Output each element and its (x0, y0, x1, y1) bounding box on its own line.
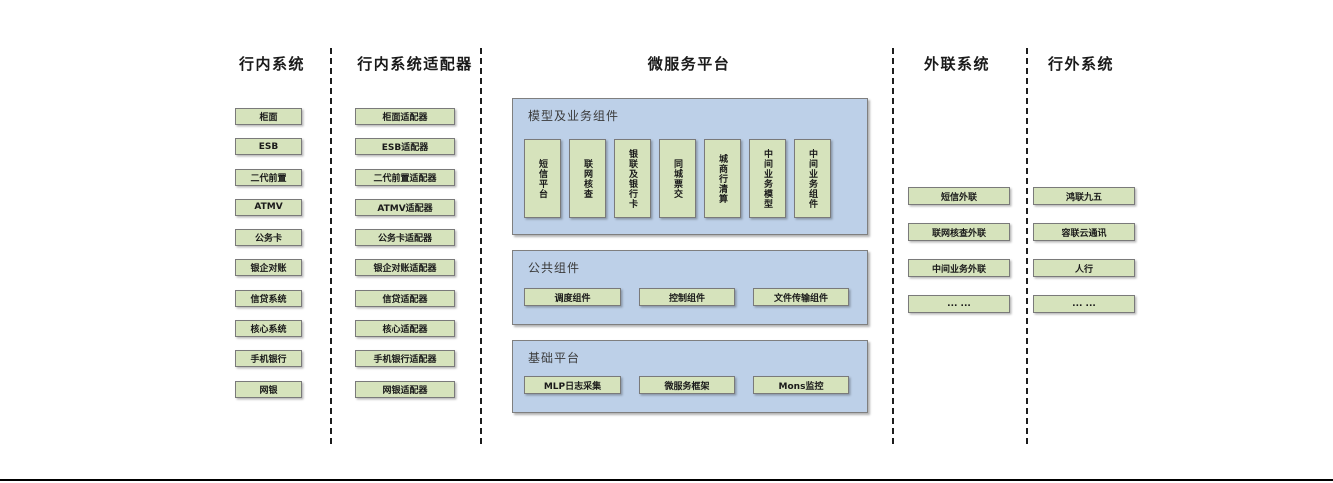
panel-base-platform: 基础平台 MLP日志采集 微服务框架 Mons监控 (512, 340, 868, 413)
system-box: ESB (235, 138, 302, 156)
component-box: 联网核查 (569, 139, 606, 218)
adapter-box: 二代前置适配器 (355, 168, 455, 186)
component-box: 调度组件 (524, 288, 621, 306)
model-components-row: 短信平台 联网核查 银联及银行卡 同城票交 城商行清算 中间业务模型 中间业务组… (524, 139, 831, 218)
column-title-internal-adapters: 行内系统适配器 (357, 55, 473, 73)
component-box: 微服务框架 (639, 376, 735, 394)
internal-adapters-column: 柜面适配器 ESB适配器 二代前置适配器 ATMV适配器 公务卡适配器 银企对账… (355, 108, 455, 398)
system-box: 公务卡 (235, 229, 302, 247)
system-box: ... ... (908, 295, 1010, 313)
panel-label: 模型及业务组件 (528, 109, 620, 123)
system-box: 手机银行 (235, 350, 302, 368)
system-box: 信贷系统 (235, 289, 302, 307)
base-platform-row: MLP日志采集 微服务框架 Mons监控 (524, 376, 849, 394)
column-title-external-systems: 行外系统 (1047, 55, 1115, 73)
adapter-box: 柜面适配器 (355, 108, 455, 125)
component-box: 同城票交 (659, 139, 696, 218)
common-components-row: 调度组件 控制组件 文件传输组件 (524, 288, 849, 306)
system-box: 鸿联九五 (1033, 187, 1135, 205)
external-systems-column: 鸿联九五 容联云通讯 人行 ... ... (1033, 187, 1135, 313)
system-box: 柜面 (235, 108, 302, 125)
column-title-microservice-platform: 微服务平台 (647, 55, 731, 73)
panel-common-components: 公共组件 调度组件 控制组件 文件传输组件 (512, 250, 868, 325)
component-box: Mons监控 (753, 376, 849, 394)
system-box: ATMV (235, 198, 302, 216)
component-box: 银联及银行卡 (614, 139, 651, 218)
dashed-separator-2 (480, 48, 482, 444)
dashed-separator-3 (892, 48, 894, 444)
column-title-internal-systems: 行内系统 (238, 55, 306, 73)
panel-label: 公共组件 (528, 261, 581, 275)
adapter-box: 银企对账适配器 (355, 259, 455, 277)
component-box: 中间业务组件 (794, 139, 831, 218)
component-box: 文件传输组件 (753, 288, 849, 306)
system-box: 中间业务外联 (908, 259, 1010, 277)
component-box: 中间业务模型 (749, 139, 786, 218)
bottom-rule (0, 479, 1333, 481)
adapter-box: ESB适配器 (355, 138, 455, 156)
internal-systems-column: 柜面 ESB 二代前置 ATMV 公务卡 银企对账 信贷系统 核心系统 手机银行… (235, 108, 302, 398)
system-box: 容联云通讯 (1033, 223, 1135, 241)
system-box: 人行 (1033, 259, 1135, 277)
external-link-systems-column: 短信外联 联网核查外联 中间业务外联 ... ... (908, 187, 1010, 313)
adapter-box: 核心适配器 (355, 320, 455, 338)
system-box: 短信外联 (908, 187, 1010, 205)
column-title-external-link-systems: 外联系统 (923, 55, 991, 73)
component-box: 短信平台 (524, 139, 561, 218)
adapter-box: 信贷适配器 (355, 289, 455, 307)
panel-label: 基础平台 (528, 351, 581, 365)
system-box: ... ... (1033, 295, 1135, 313)
system-box: 联网核查外联 (908, 223, 1010, 241)
system-box: 网银 (235, 380, 302, 398)
adapter-box: 手机银行适配器 (355, 350, 455, 368)
adapter-box: 公务卡适配器 (355, 229, 455, 247)
dashed-separator-1 (330, 48, 332, 444)
adapter-box: ATMV适配器 (355, 198, 455, 216)
system-box: 银企对账 (235, 259, 302, 277)
system-box: 二代前置 (235, 168, 302, 186)
component-box: 城商行清算 (704, 139, 741, 218)
dashed-separator-4 (1026, 48, 1028, 444)
component-box: 控制组件 (639, 288, 735, 306)
component-box: MLP日志采集 (524, 376, 621, 394)
adapter-box: 网银适配器 (355, 380, 455, 398)
system-box: 核心系统 (235, 320, 302, 338)
panel-model-business-components: 模型及业务组件 短信平台 联网核查 银联及银行卡 同城票交 城商行清算 中间业务… (512, 98, 868, 235)
